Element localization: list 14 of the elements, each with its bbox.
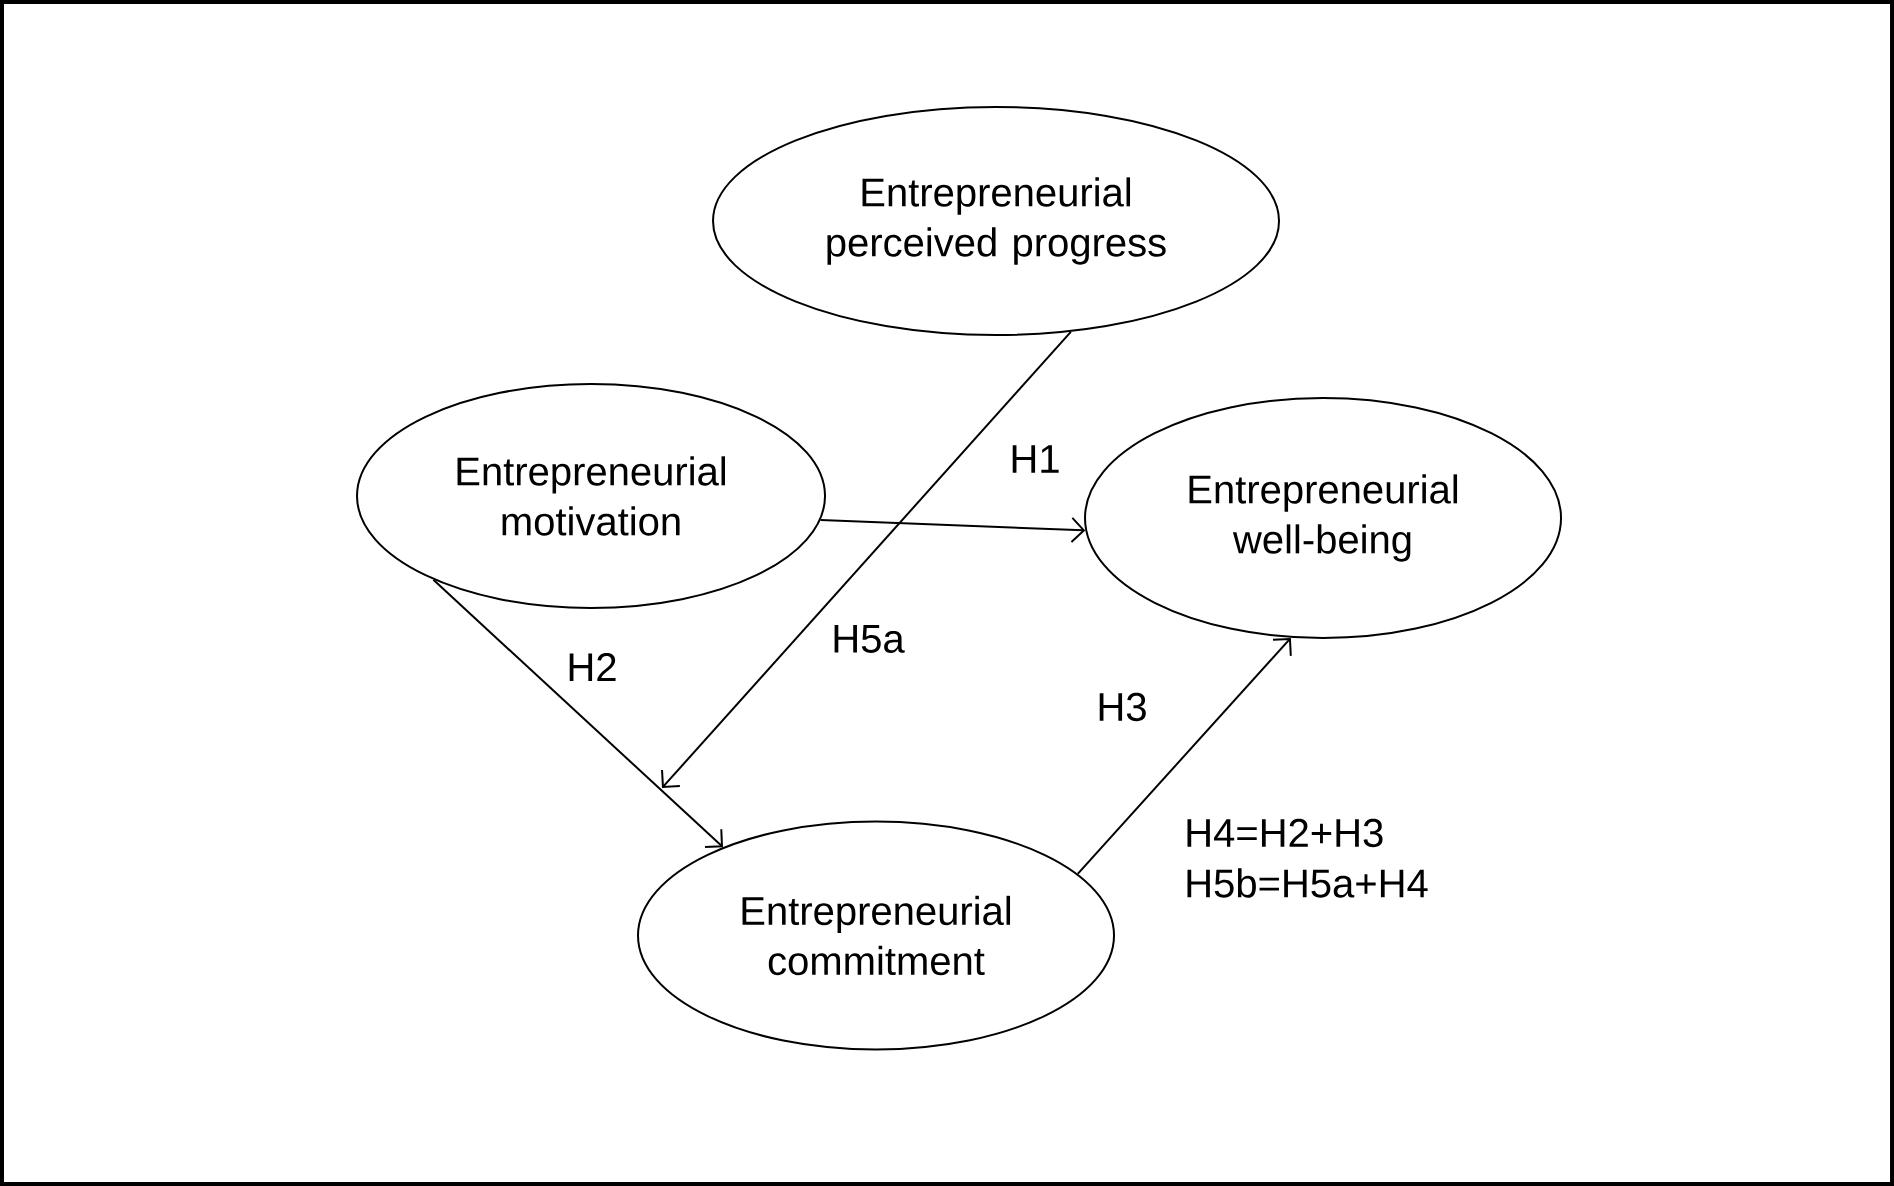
hypothesis-note: H5b=H5a+H4 — [1187, 868, 1428, 898]
edge-label: H3 — [1094, 690, 1150, 724]
ellipse-node: Entrepreneurial commitment — [637, 820, 1115, 1051]
edge-label: H5a — [829, 623, 907, 655]
ellipse-node: Entrepreneurial perceived progress — [712, 106, 1280, 336]
ellipse-node: Entrepreneurial well-being — [1084, 397, 1562, 639]
arrow — [661, 330, 1072, 788]
arrow — [1076, 637, 1292, 875]
edge-label: H2 — [564, 651, 620, 683]
ellipse-node: Entrepreneurial motivation — [356, 383, 826, 609]
arrow — [819, 516, 1086, 543]
arrow — [432, 578, 723, 848]
hypothesis-note: H4=H2+H3 — [1187, 818, 1383, 848]
edge-label: H1 — [1007, 443, 1063, 475]
